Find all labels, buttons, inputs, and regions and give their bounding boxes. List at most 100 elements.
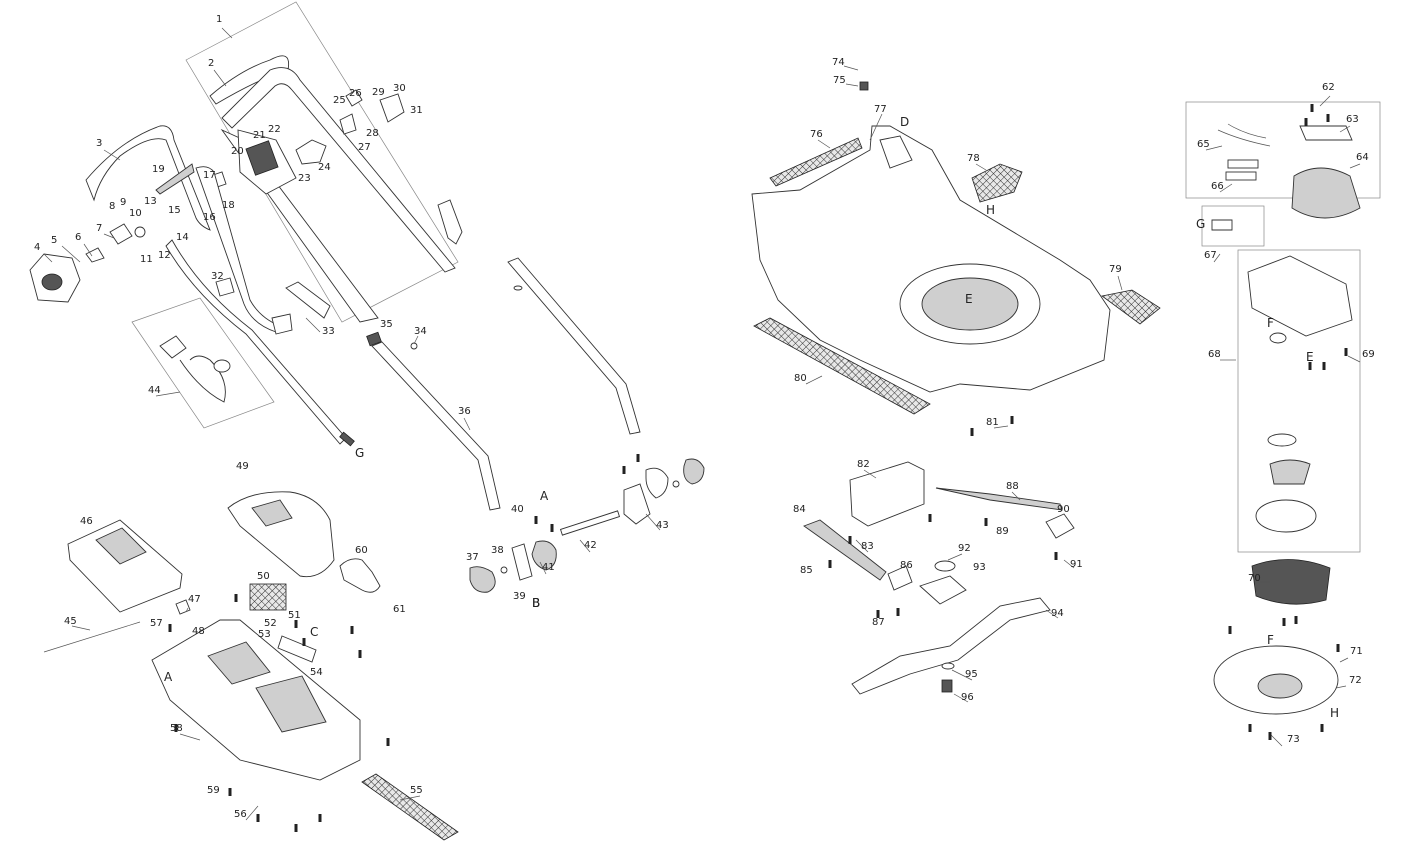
knob-37 [469,566,496,593]
screw [294,620,298,628]
cable-loop [85,125,211,231]
screw [1326,114,1330,122]
screw [928,514,932,522]
part-number-label: 85 [800,565,813,576]
plug [159,335,187,359]
leader-line [213,69,227,87]
fan [1255,499,1317,533]
part-number-label: 39 [513,591,526,602]
part-number-label: 4 [34,242,40,253]
part-number-label: 42 [584,540,597,551]
connector-letter-label: C [310,625,318,639]
part-number-label: 94 [1051,608,1064,619]
connector-letter-label: A [540,489,549,503]
leader-line [1347,355,1361,363]
leader-line [103,233,115,239]
connector-letter-label: G [1196,217,1205,231]
screw [1304,118,1308,126]
part-number-label: 25 [333,95,346,106]
screw [636,454,640,462]
screw [984,518,988,526]
filter-80 [753,317,931,415]
leader-line [1319,95,1331,107]
part-number-label: 6 [75,232,81,243]
connector-letter-label: D [900,115,909,129]
part-number-label: 48 [192,626,205,637]
connector-letter-label: G [355,446,364,460]
leader-line [817,139,831,149]
lower-handle-assembly [366,257,705,593]
lower-handle-right [507,257,641,435]
screw [1344,348,1348,356]
part-33 [285,281,331,319]
screw [896,608,900,616]
part-number-label: 78 [967,153,980,164]
knob-right [683,458,705,485]
screw [1282,618,1286,626]
part-number-label: 45 [64,616,77,627]
part-number-label: 71 [1350,646,1363,657]
part-number-label: 57 [150,618,163,629]
screw [174,724,178,732]
part-number-label: 28 [366,128,379,139]
connector-letter-label: E [1306,350,1314,364]
leader-line [975,163,987,171]
part-number-label: 81 [986,417,999,428]
part-number-label: 51 [288,610,301,621]
motor [1291,167,1361,219]
part-24 [295,139,327,165]
rear-body-assembly [43,491,459,841]
connector-letter-label: F [1267,316,1274,330]
part-number-label: 95 [965,669,978,680]
part-number-label: 20 [231,146,244,157]
part-number-label: 52 [264,618,277,629]
screw [1228,626,1232,634]
screw [876,610,880,618]
connector-letter-label: A [164,670,173,684]
part-number-label: 88 [1006,481,1019,492]
part-number-label: 19 [152,164,165,175]
leader-line [1213,253,1221,263]
screw [1310,104,1314,112]
screw [970,428,974,436]
screw [1294,616,1298,624]
screw [294,824,298,832]
connector-letter-label: H [1330,706,1339,720]
part-number-label: 65 [1197,139,1210,150]
screw [234,594,238,602]
leader-line [951,669,973,681]
connector-letter-label: F [1267,633,1274,647]
part-number-label: 62 [1322,82,1335,93]
leader-line [245,805,259,821]
part-number-label: 74 [832,57,845,68]
part-number-label: 56 [234,809,247,820]
part-number-label: 10 [129,208,142,219]
part-number-label: 47 [188,594,201,605]
screw [848,536,852,544]
part-number-label: 41 [542,562,555,573]
screw [358,650,362,658]
part-number-label: 83 [861,541,874,552]
part-number-label: 22 [268,124,281,135]
leader-line [1117,275,1123,291]
leader-line [1349,163,1361,169]
part-number-label: 90 [1057,504,1070,515]
screw [1248,724,1252,732]
part-number-label: 38 [491,545,504,556]
part-number-label: 63 [1346,114,1359,125]
screw [622,466,626,474]
filter-79 [1101,289,1161,325]
part-number-label: 60 [355,545,368,556]
part-number-label: 12 [158,250,171,261]
screw [386,738,390,746]
part-number-label: 7 [96,223,102,234]
lower-handle-left [371,341,501,511]
screw [228,788,232,796]
screw [1010,416,1014,424]
part-number-label: 86 [900,560,913,571]
screw [318,814,322,822]
leader-line [413,335,419,345]
leader-lines [43,27,1361,821]
leader-line [305,317,321,333]
